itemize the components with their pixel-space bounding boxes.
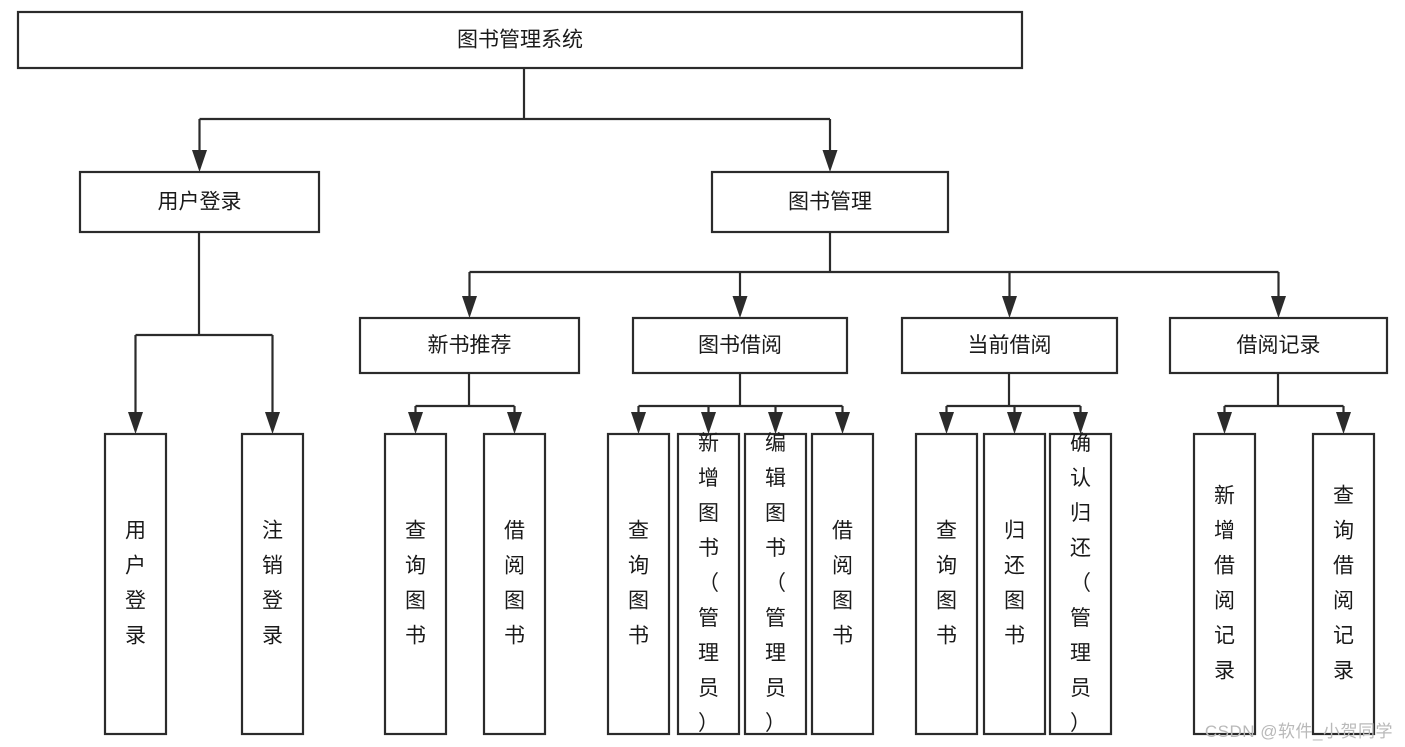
node-box bbox=[1311, 432, 1376, 736]
arrow-head-icon bbox=[822, 150, 838, 172]
arrow-head-icon bbox=[631, 412, 646, 434]
node-label: 查询图书 bbox=[628, 519, 649, 647]
node-box bbox=[982, 432, 1047, 736]
connector-borrow-record bbox=[1217, 373, 1351, 434]
node-box bbox=[1168, 316, 1389, 375]
arrow-head-icon bbox=[768, 412, 783, 434]
node-box bbox=[1192, 432, 1257, 736]
node-label: 用户登录 bbox=[125, 519, 146, 647]
node-leaf-query-book-current[interactable]: 查询图书 bbox=[914, 432, 979, 736]
node-box bbox=[710, 170, 950, 234]
arrow-head-icon bbox=[701, 412, 716, 434]
node-box bbox=[914, 432, 979, 736]
node-leaf-return-book[interactable]: 归还图书 bbox=[982, 432, 1047, 736]
node-box bbox=[78, 170, 321, 234]
connector-book-manage bbox=[462, 232, 1286, 318]
node-label: 借阅记录 bbox=[1237, 334, 1321, 357]
node-leaf-add-book[interactable]: 新增图书（管理员） bbox=[676, 432, 741, 736]
node-label: 编辑图书（管理员） bbox=[765, 432, 786, 735]
node-box bbox=[631, 316, 849, 375]
arrow-head-icon bbox=[1007, 412, 1022, 434]
arrow-head-icon bbox=[1073, 412, 1088, 434]
watermark-text: CSDN @软件_小贺同学 bbox=[1204, 722, 1393, 741]
node-leaf-user-login[interactable]: 用户登录 bbox=[103, 432, 168, 736]
arrow-head-icon bbox=[192, 150, 207, 172]
node-box bbox=[383, 432, 448, 736]
node-leaf-borrow-book-rec[interactable]: 借阅图书 bbox=[482, 432, 547, 736]
node-label: 用户登录 bbox=[158, 191, 242, 214]
node-leaf-query-record[interactable]: 查询借阅记录 bbox=[1311, 432, 1376, 736]
node-label: 确认归还（管理员） bbox=[1070, 432, 1091, 735]
node-box bbox=[240, 432, 305, 736]
arrow-head-icon bbox=[1336, 412, 1351, 434]
node-leaf-borrow-book[interactable]: 借阅图书 bbox=[810, 432, 875, 736]
node-leaf-query-book-borrow[interactable]: 查询图书 bbox=[606, 432, 671, 736]
arrow-head-icon bbox=[507, 412, 522, 434]
connector-current-borrow bbox=[939, 373, 1088, 434]
arrow-head-icon bbox=[265, 412, 280, 434]
node-label: 新书推荐 bbox=[428, 334, 512, 357]
node-label: 借阅图书 bbox=[832, 519, 853, 647]
node-label: 新增图书（管理员） bbox=[698, 432, 719, 735]
node-box bbox=[1048, 432, 1113, 736]
node-leaf-query-book-rec[interactable]: 查询图书 bbox=[383, 432, 448, 736]
node-leaf-add-record[interactable]: 新增借阅记录 bbox=[1192, 432, 1257, 736]
node-box bbox=[810, 432, 875, 736]
connector-new-book-recommend bbox=[408, 373, 522, 434]
node-box bbox=[103, 432, 168, 736]
node-box bbox=[900, 316, 1119, 375]
arrow-head-icon bbox=[408, 412, 423, 434]
arrow-head-icon bbox=[939, 412, 954, 434]
node-book-manage[interactable]: 图书管理 bbox=[710, 170, 950, 234]
node-leaf-logout[interactable]: 注销登录 bbox=[240, 432, 305, 736]
connector-user-login bbox=[128, 232, 280, 434]
arrow-head-icon bbox=[732, 296, 748, 318]
node-label: 借阅图书 bbox=[504, 519, 525, 647]
node-leaf-edit-book[interactable]: 编辑图书（管理员） bbox=[743, 432, 808, 736]
node-label: 图书管理系统 bbox=[457, 29, 583, 52]
node-box bbox=[676, 432, 741, 736]
node-book-borrow[interactable]: 图书借阅 bbox=[631, 316, 849, 375]
connector-layer bbox=[128, 68, 1351, 434]
arrow-head-icon bbox=[462, 296, 477, 318]
node-user-login[interactable]: 用户登录 bbox=[78, 170, 321, 234]
node-label: 归还图书 bbox=[1004, 519, 1025, 647]
node-label: 新增借阅记录 bbox=[1214, 484, 1235, 682]
node-box bbox=[16, 10, 1024, 70]
arrow-head-icon bbox=[1002, 296, 1017, 318]
connector-book-borrow bbox=[631, 373, 850, 434]
node-root[interactable]: 图书管理系统 bbox=[16, 10, 1024, 70]
connector-root bbox=[192, 68, 838, 172]
node-label: 查询借阅记录 bbox=[1333, 484, 1354, 682]
node-new-book-recommend[interactable]: 新书推荐 bbox=[358, 316, 581, 375]
node-label: 图书管理 bbox=[788, 191, 872, 214]
arrow-head-icon bbox=[835, 412, 850, 434]
node-box bbox=[358, 316, 581, 375]
node-leaf-confirm-return[interactable]: 确认归还（管理员） bbox=[1048, 432, 1113, 736]
node-label: 图书借阅 bbox=[698, 334, 782, 357]
node-box bbox=[482, 432, 547, 736]
node-box bbox=[743, 432, 808, 736]
node-current-borrow[interactable]: 当前借阅 bbox=[900, 316, 1119, 375]
node-label: 查询图书 bbox=[405, 519, 426, 647]
node-label: 查询图书 bbox=[936, 519, 957, 647]
arrow-head-icon bbox=[1217, 412, 1232, 434]
node-borrow-record[interactable]: 借阅记录 bbox=[1168, 316, 1389, 375]
node-label: 注销登录 bbox=[262, 519, 283, 647]
node-label: 当前借阅 bbox=[968, 334, 1052, 357]
node-box bbox=[606, 432, 671, 736]
arrow-head-icon bbox=[1271, 296, 1286, 318]
arrow-head-icon bbox=[128, 412, 143, 434]
node-layer: 图书管理系统用户登录图书管理新书推荐图书借阅当前借阅借阅记录用户登录注销登录查询… bbox=[16, 10, 1389, 736]
